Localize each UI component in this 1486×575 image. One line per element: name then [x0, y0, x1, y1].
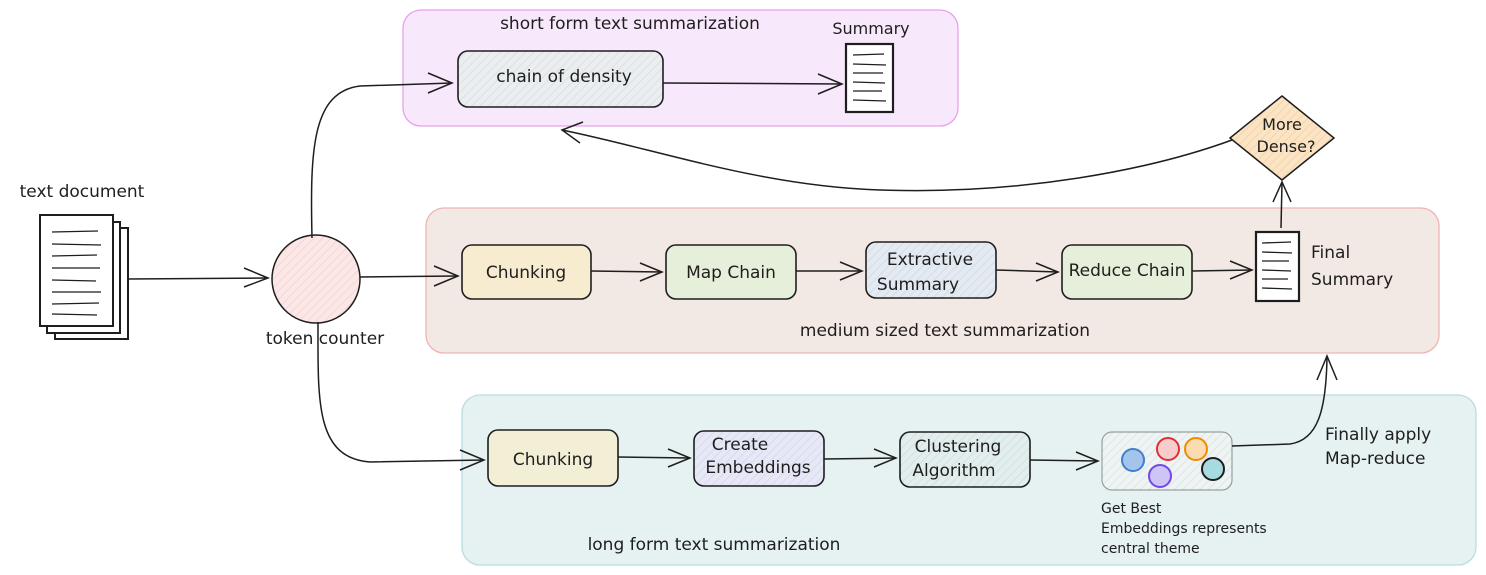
map-chain-box [665, 244, 797, 300]
clustering-algorithm-label-1: Clustering [915, 437, 1002, 457]
arrowhead-document-to-counter [243, 267, 271, 288]
long-chunking-label: Chunking [513, 450, 593, 470]
arrow-best-to-final [1231, 357, 1328, 447]
token-counter-hatch [272, 235, 360, 323]
arrow-decision-to-short [561, 129, 1233, 192]
create-embeddings-hatch [694, 431, 824, 486]
best-embeddings-cluster-icon [1101, 431, 1233, 491]
short-group-title: short form text summarization [500, 14, 760, 34]
arrowhead-counter-to-long [459, 449, 486, 471]
finally-apply-label-2: Map-reduce [1325, 449, 1425, 469]
arrow-counter-to-density [310, 82, 453, 239]
map-chain-label: Map Chain [686, 263, 776, 283]
finally-apply-label-1: Finally apply [1325, 425, 1431, 445]
chain-of-density-hatch [458, 51, 663, 107]
best-embeddings-label-2: Embeddings represents [1101, 521, 1267, 537]
arrow-final-to-decision [1280, 181, 1283, 229]
summary-document-icon [844, 42, 895, 114]
more-dense-label-2: Dense? [1257, 137, 1316, 156]
extractive-summary-label-2: Summary [877, 275, 959, 295]
long-group-title: long form text summarization [588, 535, 841, 555]
create-embeddings-label-1: Create [712, 435, 769, 455]
chain-of-density-label: chain of density [496, 67, 632, 87]
arrowhead-embed-to-cluster [873, 448, 898, 468]
arrowhead-final-to-decision [1272, 180, 1292, 203]
medium-group-title: medium sized text summarization [800, 321, 1090, 341]
arrowhead-counter-to-density [427, 72, 454, 94]
arrow-density-to-summary [662, 82, 843, 85]
medium-chunking-label: Chunking [486, 263, 566, 283]
arrowhead-decision-to-short [560, 121, 584, 144]
final-summary-label-2: Summary [1311, 270, 1393, 290]
final-summary-document-icon [1254, 230, 1301, 303]
arrowhead-best-to-final [1316, 354, 1338, 381]
more-dense-hatch [1230, 96, 1334, 180]
arrowhead-long-chunking-to-embed [667, 448, 692, 468]
arrowhead-counter-to-medium [433, 265, 460, 287]
more-dense-label-1: More [1262, 115, 1302, 134]
text-document-icon [39, 214, 129, 340]
arrow-cluster-to-best [1029, 459, 1099, 462]
arrowhead-reduce-to-final [1229, 260, 1254, 280]
reduce-chain-box [1061, 244, 1193, 300]
arrowhead-density-to-summary [817, 73, 844, 95]
create-embeddings-label-2: Embeddings [705, 458, 810, 478]
arrowhead-extractive-to-reduce [1035, 262, 1060, 282]
arrow-embed-to-cluster [823, 457, 897, 460]
medium-chunking-box [461, 244, 592, 300]
text-document-label: text document [20, 182, 145, 202]
long-chunking-box [487, 429, 619, 487]
token-counter-label: token counter [266, 329, 384, 349]
arrow-chunking-to-map [590, 270, 663, 273]
arrow-reduce-to-final [1191, 269, 1253, 272]
extractive-summary-hatch [866, 242, 996, 298]
clustering-algorithm-hatch [900, 432, 1030, 487]
arrowhead-cluster-to-best [1075, 451, 1100, 471]
arrowhead-map-to-extractive [839, 261, 864, 281]
extractive-summary-label-1: Extractive [887, 250, 973, 270]
arrow-extractive-to-reduce [995, 269, 1059, 273]
best-embeddings-label-1: Get Best [1101, 501, 1162, 517]
best-embeddings-label-3: central theme [1101, 541, 1200, 557]
arrow-document-to-counter [127, 277, 269, 280]
final-summary-label-1: Final [1311, 243, 1350, 263]
arrow-counter-to-long [317, 321, 485, 463]
summary-label: Summary [832, 19, 909, 38]
arrow-long-chunking-to-embed [617, 456, 691, 459]
clustering-algorithm-label-2: Algorithm [912, 461, 995, 481]
arrowhead-chunking-to-map [639, 262, 664, 282]
arrow-counter-to-medium [359, 275, 459, 278]
reduce-chain-label: Reduce Chain [1069, 261, 1186, 281]
